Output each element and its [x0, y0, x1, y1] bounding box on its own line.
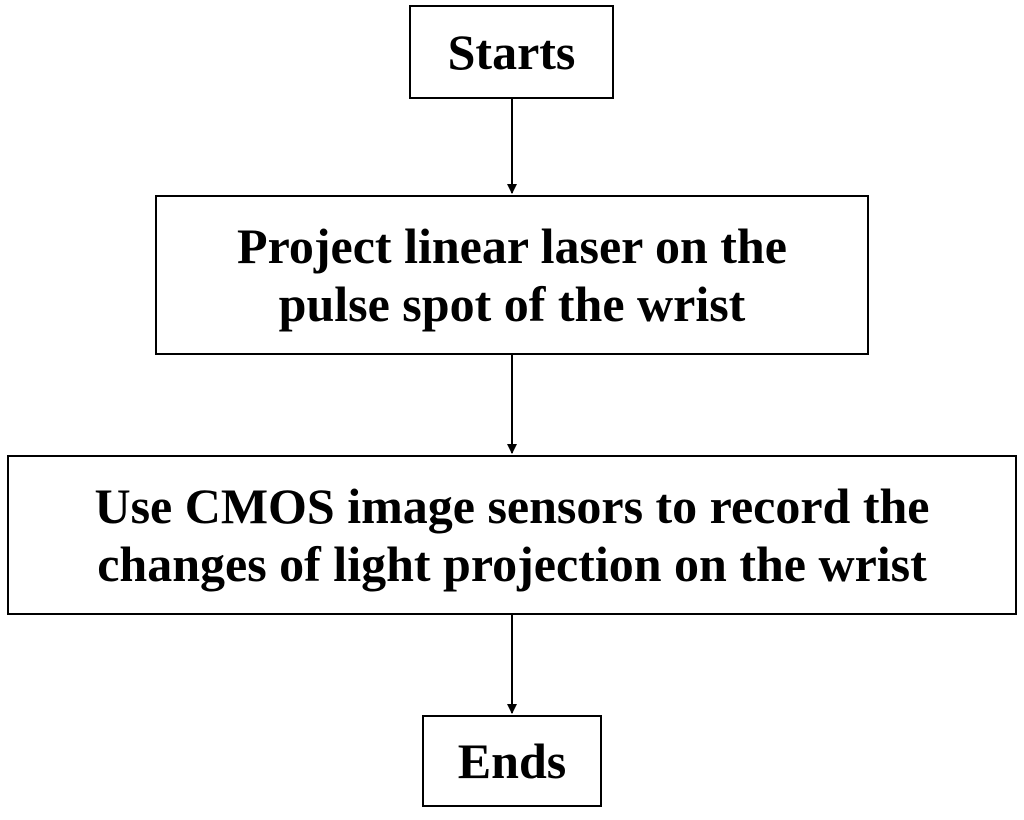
end-node: Ends [422, 715, 602, 807]
record-changes-step: Use CMOS image sensors to record the cha… [7, 455, 1017, 615]
end-label: Ends [457, 733, 567, 789]
record-changes-line-1: Use CMOS image sensors to record the [94, 478, 930, 534]
record-changes-text: Use CMOS image sensors to record the cha… [94, 477, 929, 593]
start-label: Starts [447, 24, 576, 80]
project-laser-step: Project linear laser on the pulse spot o… [155, 195, 869, 355]
project-laser-text: Project linear laser on the pulse spot o… [237, 217, 787, 333]
project-laser-line-1: Project linear laser on the [237, 218, 787, 274]
project-laser-line-2: pulse spot of the wrist [278, 276, 746, 332]
start-node: Starts [409, 5, 614, 99]
record-changes-line-2: changes of light projection on the wrist [97, 536, 927, 592]
